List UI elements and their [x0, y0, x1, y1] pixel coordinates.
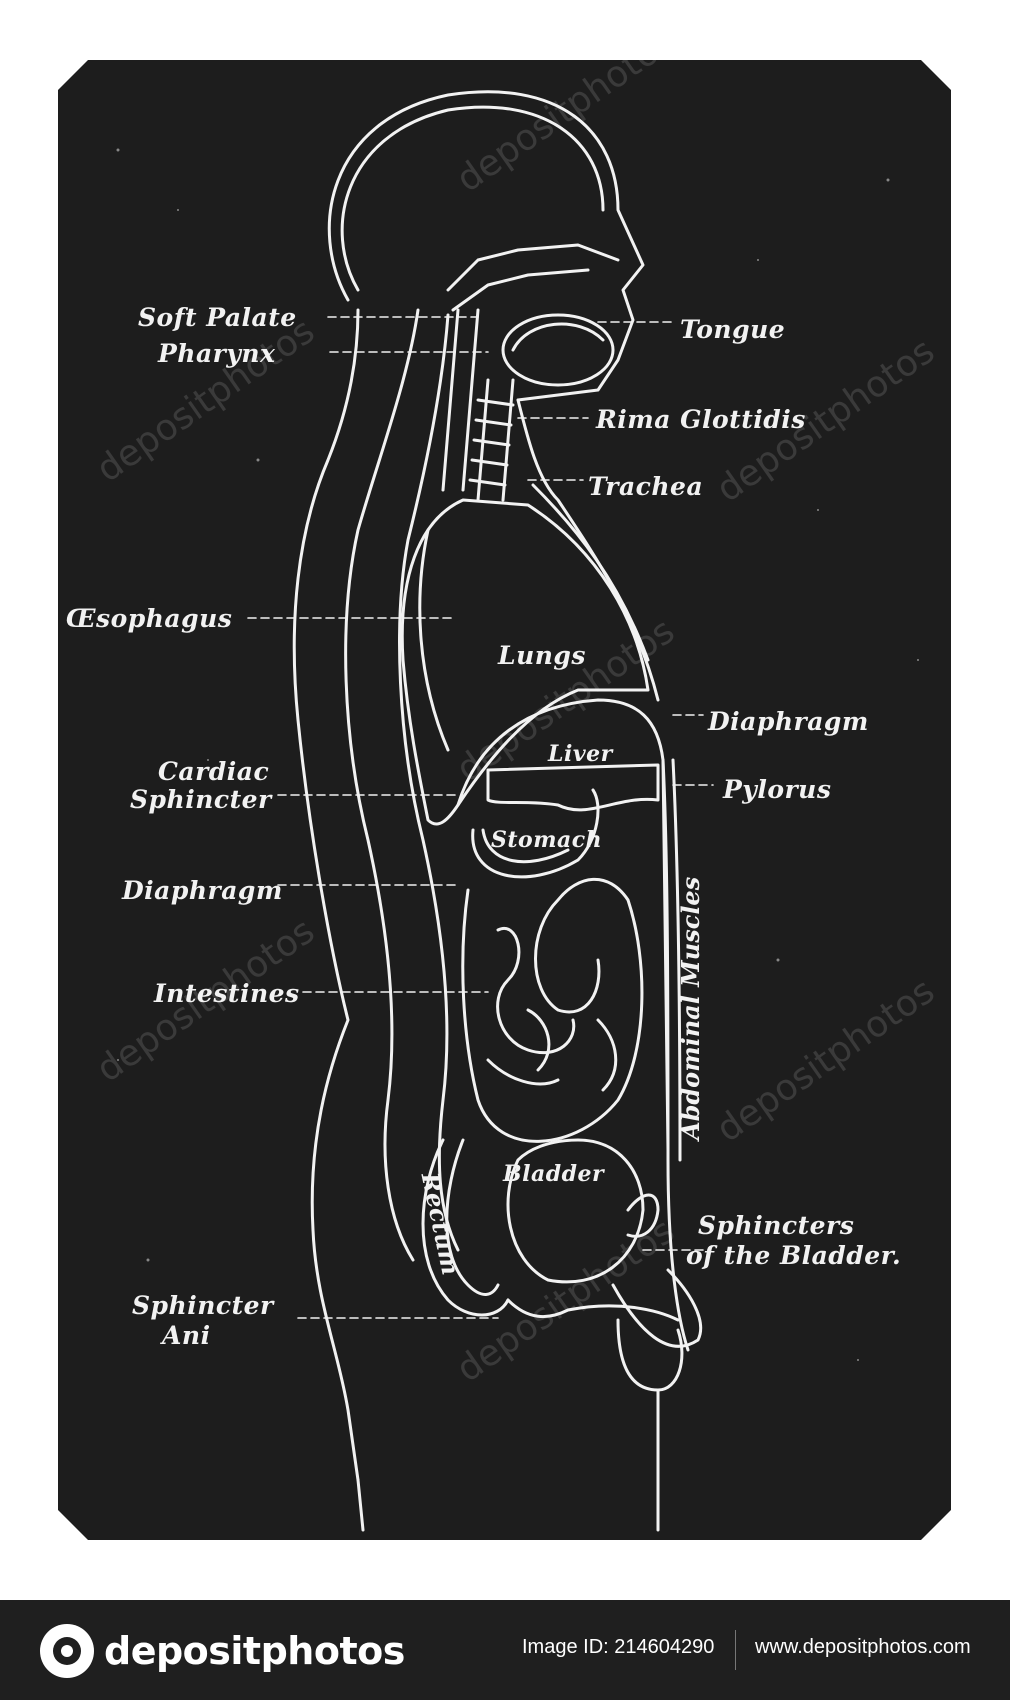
label-sphincters: Sphincters — [698, 1211, 855, 1240]
label-lungs: Lungs — [498, 641, 586, 670]
label-oesophagus: Œsophagus — [66, 604, 233, 633]
label-trachea: Trachea — [588, 472, 704, 501]
label-bladder: Bladder — [503, 1161, 605, 1187]
label-of-the-bladder: of the Bladder. — [686, 1241, 902, 1270]
label-sphincter-ani-1: Sphincter — [132, 1291, 274, 1320]
label-liver: Liver — [548, 741, 613, 767]
footer-divider — [735, 1630, 736, 1670]
image-id: Image ID: 214604290 — [522, 1636, 715, 1658]
label-pylorus: Pylorus — [723, 775, 832, 804]
label-intestines: Intestines — [154, 979, 300, 1008]
diagram-plate: Soft Palate Pharynx Tongue Rima Glottidi… — [58, 60, 951, 1540]
depositphotos-logo[interactable]: depositphotos — [40, 1624, 405, 1678]
logo-icon — [40, 1624, 94, 1678]
site-url[interactable]: www.depositphotos.com — [755, 1636, 971, 1658]
label-tongue: Tongue — [680, 315, 786, 344]
label-stomach: Stomach — [491, 827, 603, 853]
label-sphincter: Sphincter — [130, 785, 272, 814]
label-cardiac: Cardiac — [158, 757, 270, 786]
label-diaphragm-right: Diaphragm — [708, 707, 869, 736]
label-soft-palate: Soft Palate — [138, 303, 297, 332]
label-abdominal-muscles: Abdominal Muscles — [676, 876, 705, 1140]
anatomy-illustration — [116, 90, 919, 1532]
logo-text: depositphotos — [104, 1629, 405, 1673]
label-sphincter-ani-2: Ani — [162, 1321, 211, 1350]
label-pharynx: Pharynx — [158, 339, 276, 368]
label-rima-glottidis: Rima Glottidis — [596, 405, 806, 434]
label-diaphragm-left: Diaphragm — [122, 876, 283, 905]
footer-bar: depositphotos Image ID: 214604290 www.de… — [0, 1600, 1010, 1700]
